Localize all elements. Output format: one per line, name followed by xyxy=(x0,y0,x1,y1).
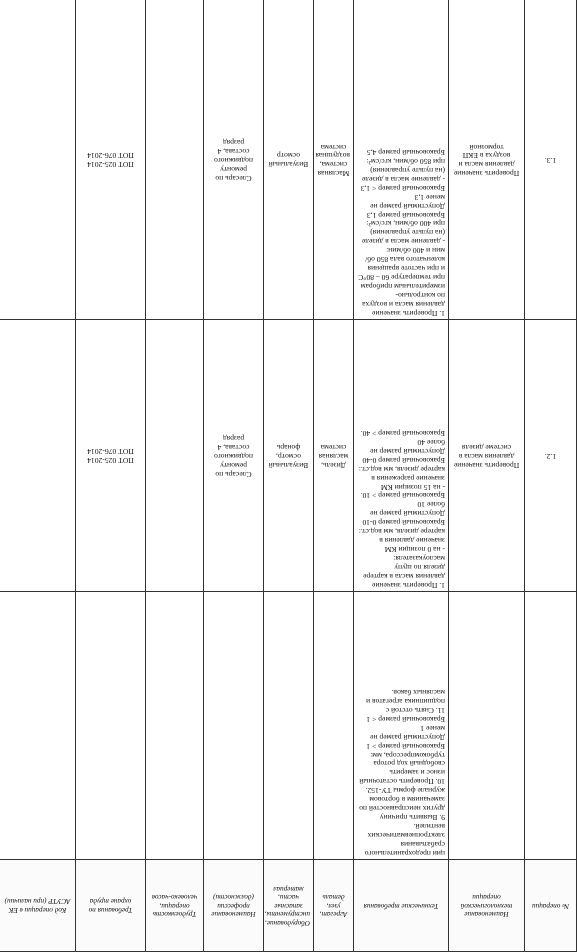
safety-standard: ПОТ 076-2014 xyxy=(87,447,134,457)
requirement-line: 1. Проверить значение давления масла в к… xyxy=(363,554,445,590)
header-row: № операции Наименование технологической … xyxy=(0,859,577,952)
requirement-line: 1. Проверить значение давления масла и в… xyxy=(358,246,445,318)
cell-operation-name xyxy=(448,591,525,860)
requirement-line: - на 0 позиции КМ значение давления в ка… xyxy=(358,527,445,555)
requirement-line: 11. Снять отстой с подшипника агрегатов … xyxy=(366,687,445,715)
requirement-line: - давление масла в дизеле (на пульте упр… xyxy=(361,219,445,247)
requirement-line: Браковочный размер > 1 xyxy=(366,741,445,751)
table-row: ции предохранительного срабатывания элек… xyxy=(0,591,577,860)
cell-operation-code xyxy=(0,591,76,860)
requirement-line: Браковочный размер < 1 xyxy=(366,714,445,724)
requirement-line: Браковочный размер 0-10 xyxy=(362,518,445,528)
requirement-line: Браковочный размер 0-40 xyxy=(362,455,445,465)
cell-technical-requirements: ции предохранительного срабатывания элек… xyxy=(353,591,449,860)
cell-profession: Слесарь по ремонту подвижного состава, 4… xyxy=(203,0,264,320)
cell-equipment: Визуальный осмотр xyxy=(263,0,314,320)
requirement-line: Допустимый размер не менее 1,3 xyxy=(370,192,445,211)
header-operation-number: № операции xyxy=(524,859,577,952)
requirement-line: - на 15 позиции КМ значение разрежения в… xyxy=(358,464,445,492)
requirement-line: Браковочный размер < 1,3 xyxy=(360,183,445,193)
header-unit: Агрегат, узел, деталь xyxy=(313,859,354,952)
table-row: 1.2.Проверить значение давления масла в … xyxy=(0,319,577,592)
requirement-line: 9. Выявить причину других неисправностей… xyxy=(359,786,445,823)
table-row: 1.3.Проверить значение давления масла и … xyxy=(0,0,577,320)
table-body: ции предохранительного срабатывания элек… xyxy=(0,0,577,860)
requirement-line: ции предохранительного срабатывания элек… xyxy=(364,822,445,858)
header-equipment: Оборудование, инструменты, запасные част… xyxy=(263,859,314,952)
cell-unit xyxy=(313,591,354,860)
requirement-line: - давление масла в дизеле (на пульте упр… xyxy=(361,156,445,184)
header-technical-requirements: Технические требования xyxy=(353,859,449,952)
cell-technical-requirements: 1. Проверить значение давления масла в к… xyxy=(353,319,449,592)
cell-operation-name: Проверить значение давления масла и возд… xyxy=(448,0,525,320)
cell-operation-number: 1.2. xyxy=(524,319,577,592)
cell-labor-intensity xyxy=(145,591,204,860)
safety-standard: ПОТ 025-2014 xyxy=(87,160,134,170)
cell-operation-number xyxy=(524,591,577,860)
cell-safety-requirements xyxy=(75,591,146,860)
cell-technical-requirements: 1. Проверить значение давления масла и в… xyxy=(353,0,449,320)
requirement-line: Допустимый размер не более 10 xyxy=(370,500,445,519)
header-labor-intensity: Трудоемкость операции, человеко-часов xyxy=(145,859,204,952)
cell-unit: Дизель, масляная система xyxy=(313,319,354,592)
header-operation-name: Наименование технологической операции xyxy=(448,859,525,952)
cell-equipment: Визуальный осмотр, фонарь xyxy=(263,319,314,592)
requirement-line: Браковочный размер > 40. xyxy=(360,428,445,438)
cell-operation-code xyxy=(0,0,76,320)
requirement-line: 10. Проверить остаточный износ и замерит… xyxy=(359,750,445,787)
cell-unit: Масляная система, воздушная система xyxy=(313,0,354,320)
requirement-line: Допустимый размер не более 40 xyxy=(370,437,445,456)
cell-operation-code xyxy=(0,319,76,592)
cell-profession: Слесарь по ремонту подвижного состава, 4… xyxy=(203,319,264,592)
cell-labor-intensity xyxy=(145,319,204,592)
header-operation-code: Код операции в ЕК АСУТР (при наличии) xyxy=(0,859,76,952)
cell-operation-number: 1.3. xyxy=(524,0,577,320)
requirement-line: Допустимый размер не менее 1 xyxy=(370,723,445,742)
safety-standard: ПОТ 025-2014 xyxy=(87,456,134,466)
requirement-line: Браковочный размер 4,5 xyxy=(366,147,445,157)
header-safety-requirements: Требования по охране труда xyxy=(75,859,146,952)
requirement-line: Браковочный размер 1,3 xyxy=(366,210,445,220)
cell-labor-intensity xyxy=(145,0,204,320)
cell-equipment xyxy=(263,591,314,860)
header-profession: Наименование профессии (должности) xyxy=(203,859,264,952)
cell-profession xyxy=(203,591,264,860)
safety-standard: ПОТ 076-2014 xyxy=(87,151,134,161)
requirement-line: Браковочный размер > 10. xyxy=(360,491,445,501)
cell-operation-name: Проверить значение давления масла в сист… xyxy=(448,319,525,592)
